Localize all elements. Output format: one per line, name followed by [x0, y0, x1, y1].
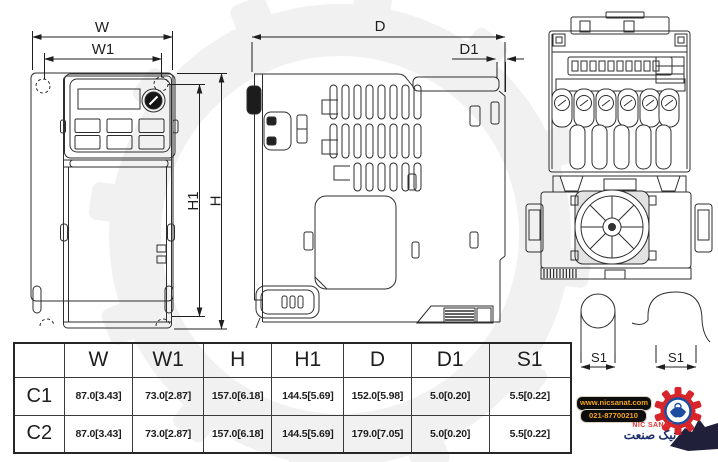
header-cell-h1: H1 — [271, 342, 345, 378]
c1-h1: 144.5[5.69] — [271, 376, 345, 416]
table-row-c1: C1 87.0[3.43] 73.0[2.87] 157.0[6.18] 144… — [13, 376, 572, 416]
c1-h: 157.0[6.18] — [202, 376, 273, 416]
table-header-row: W W1 H H1 D D1 S1 — [13, 342, 572, 378]
header-cell-h: H — [202, 342, 273, 378]
brand-name-en: NIC SANAT — [632, 422, 674, 429]
dim-label-w1: W1 — [92, 41, 115, 58]
side-view-dimensions — [251, 34, 524, 92]
row-label-c1: C1 — [13, 376, 65, 416]
slot-dimensions — [580, 345, 697, 370]
c1-w1: 73.0[2.87] — [132, 376, 204, 416]
dim-label-d: D — [375, 18, 386, 35]
brand-name-fa: نیک صنعت — [623, 428, 677, 442]
row-label-c2: C2 — [13, 414, 65, 454]
top-fan-view — [525, 175, 713, 280]
c1-d: 152.0[5.98] — [343, 376, 412, 416]
phone-badge: 021-87700210 — [580, 409, 647, 423]
header-cell-blank — [13, 342, 65, 378]
header-cell-s1: S1 — [488, 342, 572, 378]
front-view — [30, 72, 179, 329]
c2-h: 157.0[6.18] — [202, 414, 273, 454]
dim-label-w: W — [95, 19, 110, 36]
c2-s1: 5.5[0.22] — [488, 414, 572, 454]
dim-label-h1: H1 — [185, 191, 202, 210]
dim-label-s1-b: S1 — [668, 350, 684, 365]
header-cell-d1: D1 — [410, 342, 490, 378]
side-view — [246, 73, 506, 329]
mounting-slot-detail-2 — [631, 291, 711, 343]
header-cell-w1: W1 — [132, 342, 204, 378]
c2-w: 87.0[3.43] — [63, 414, 134, 454]
bottom-terminal-view — [548, 11, 691, 173]
c2-d1: 5.0[0.20] — [410, 414, 490, 454]
header-cell-d: D — [343, 342, 412, 378]
c2-h1: 144.5[5.69] — [271, 414, 345, 454]
c1-d1: 5.0[0.20] — [410, 376, 490, 416]
c2-w1: 73.0[2.87] — [132, 414, 204, 454]
dim-label-s1-a: S1 — [591, 350, 607, 365]
front-view-dimensions — [32, 31, 227, 330]
c2-d: 179.0[7.05] — [343, 414, 412, 454]
c1-s1: 5.5[0.22] — [488, 376, 572, 416]
c1-w: 87.0[3.43] — [63, 376, 134, 416]
logo-silhouette — [670, 419, 718, 451]
mounting-slot-detail-1 — [580, 293, 616, 353]
header-cell-w: W — [63, 342, 134, 378]
table-row-c2: C2 87.0[3.43] 73.0[2.87] 157.0[6.18] 144… — [13, 414, 572, 454]
dimension-table: W W1 H H1 D D1 S1 C1 87.0[3.43] 73.0[2.8… — [13, 342, 572, 454]
dim-label-h: H — [208, 196, 225, 207]
gear-logo-icon — [654, 387, 702, 435]
dim-label-d1: D1 — [459, 41, 478, 58]
